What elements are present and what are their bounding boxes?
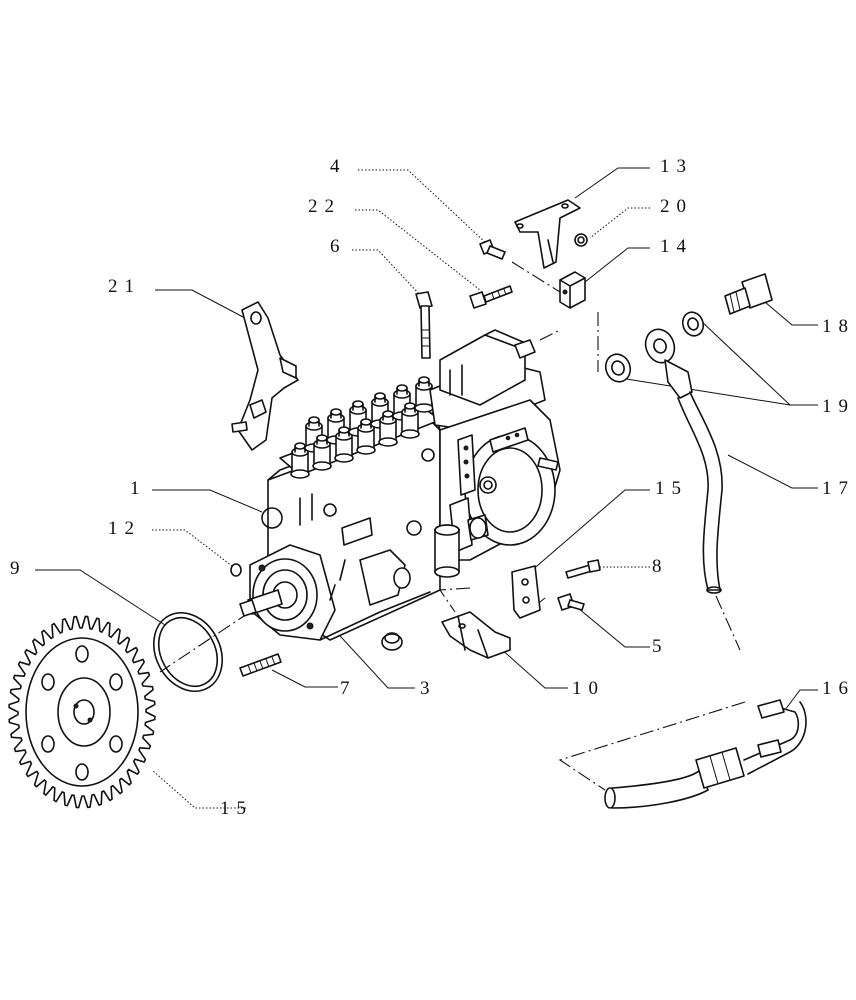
upper-bracket (514, 199, 581, 269)
sleeve (434, 524, 460, 578)
delivery-valve (290, 442, 310, 479)
stud (239, 653, 282, 677)
callout-6: 6 (330, 236, 347, 257)
callout-5: 5 (652, 636, 669, 657)
callout-10: 10 (572, 678, 605, 699)
injection-pump (239, 329, 561, 641)
callout-4: 4 (330, 156, 347, 177)
callout-1: 1 (130, 478, 147, 499)
callout-13: 14 (660, 236, 693, 257)
callout-8: 8 (652, 556, 669, 577)
fuel-pipe (644, 328, 723, 594)
callout-3: 3 (420, 678, 437, 699)
callout-16: 16 (822, 678, 855, 699)
block-13 (559, 271, 586, 309)
long-bolt (415, 291, 433, 359)
callout-9: 9 (10, 558, 27, 579)
gear-rim (25, 637, 139, 787)
gear-hole (109, 673, 123, 691)
screw-4 (479, 239, 506, 260)
o-ring (153, 612, 223, 692)
gear-hole (41, 735, 55, 753)
callout-18: 18 (822, 316, 855, 337)
screw-5 (557, 593, 585, 611)
plug-3 (381, 632, 403, 651)
gear-hub (57, 677, 111, 747)
drive-gear (8, 615, 156, 809)
callout-15: 15 (220, 798, 253, 819)
pump-bracket (231, 301, 299, 451)
gear-teeth (8, 615, 156, 809)
banjo-bolt (724, 273, 773, 315)
sealing-washers (604, 311, 705, 383)
leader-lines (35, 167, 818, 809)
delivery-valve (414, 376, 434, 413)
callout-17: 17 (822, 478, 855, 499)
gear-pin (87, 717, 93, 723)
return-pipe (604, 699, 807, 809)
delivery-valve (334, 426, 354, 463)
callout-7: 7 (340, 678, 357, 699)
callout-12: 13 (660, 156, 693, 177)
gear-hole (75, 763, 89, 781)
callout-labels: 4 22 6 21 13 20 14 18 19 17 1 12 15 9 8 … (10, 156, 855, 819)
gear-pin (73, 703, 79, 709)
delivery-valve (378, 410, 398, 447)
gear-bore (73, 699, 95, 725)
delivery-valves (290, 376, 434, 479)
callout-11: 12 (108, 518, 141, 539)
callout-21: 22 (308, 196, 341, 217)
callout-14: 15 (655, 478, 688, 499)
screw-8 (565, 559, 601, 579)
gear-hole (41, 673, 55, 691)
delivery-valve (400, 402, 420, 439)
gear-hole (75, 645, 89, 663)
callout-20: 20 (660, 196, 693, 217)
delivery-valve (356, 418, 376, 455)
gear-hole (109, 735, 123, 753)
callout-22: 21 (108, 276, 141, 297)
lower-bracket-10 (441, 611, 511, 659)
callout-19: 19 (822, 396, 855, 417)
lower-bracket-14 (511, 565, 541, 619)
delivery-valve (312, 434, 332, 471)
screw-21 (469, 285, 513, 309)
small-o-ring (230, 563, 242, 577)
nut-20 (574, 233, 588, 247)
